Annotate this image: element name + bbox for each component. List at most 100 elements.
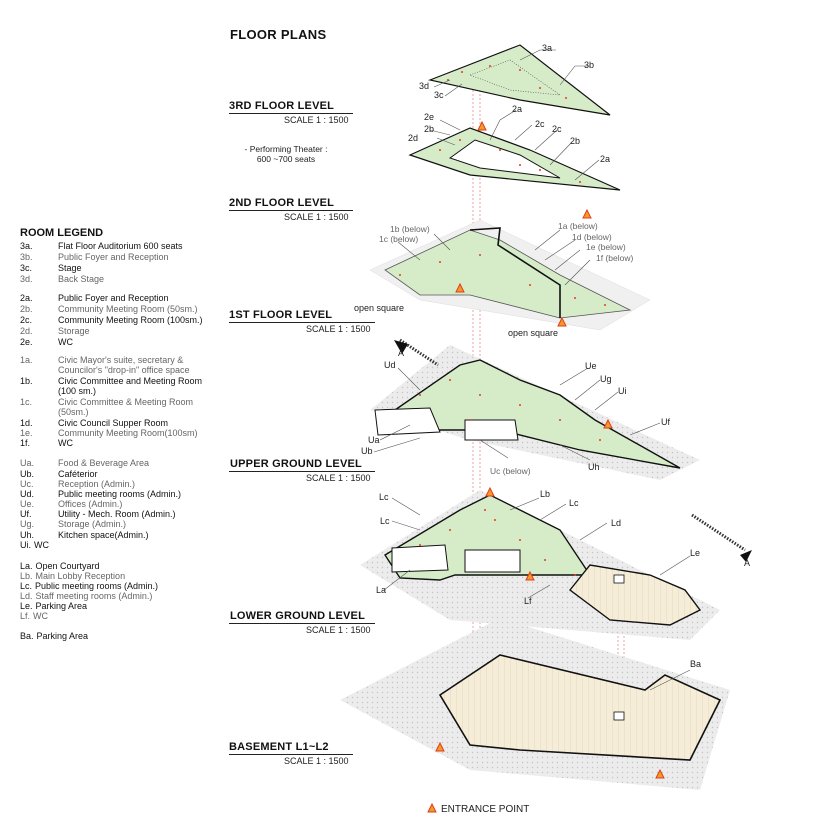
legend-item: 3d.Back Stage [20, 274, 220, 284]
entrance-markers [435, 120, 665, 779]
legend-text: Civic Committee and Meeting Room (100 sm… [58, 376, 203, 396]
level-rule [229, 322, 375, 323]
parking-area [569, 564, 702, 626]
core-box [613, 574, 625, 584]
entrance-marker [525, 570, 535, 581]
entrance-marker [603, 418, 613, 429]
entrance-marker [455, 282, 465, 293]
legend-code: 2e. [20, 337, 33, 347]
activity-dots [399, 65, 606, 576]
label-3b: 3b [584, 60, 594, 70]
legend-code: Uh. [20, 530, 35, 540]
legend-code: Uf. [20, 509, 32, 519]
lower-ground-labels: Lb Lc Lc Lc Ld Le La Lf [376, 489, 700, 606]
legend-code: 1d. [20, 418, 33, 428]
section-arrow [740, 550, 752, 562]
legend-item: 2a.Public Foyer and Reception [20, 293, 220, 303]
legend-item: Ba.Parking Area [20, 631, 220, 641]
legend-code: 2d. [20, 326, 33, 336]
legend-text: Staff meeting rooms (Admin.) [35, 591, 153, 601]
legend-code: Ua. [20, 458, 35, 468]
page-title: FLOOR PLANS [230, 27, 327, 42]
legend-text: Public meeting rooms (Admin.) [58, 489, 182, 499]
reception-block [464, 419, 519, 441]
legend-title: ROOM LEGEND [20, 227, 104, 239]
legend-text: Parking Area [35, 601, 88, 611]
level-rule [229, 113, 353, 114]
legend-item: Ug.Storage (Admin.) [20, 519, 220, 529]
label-ub: Ub [361, 446, 373, 456]
legend-item: 2e. WC [20, 337, 220, 347]
upper-ground-labels: Ud Ue Ug Ui Uf Ua Ub Uc (below) Uh [361, 360, 670, 476]
entrance-marker [655, 768, 665, 779]
legend-text: WC [58, 337, 73, 347]
label-ld: Ld [611, 518, 621, 528]
section-label: A [398, 348, 404, 358]
label-open-square: open square [354, 303, 404, 313]
label-1f-below: 1f (below) [596, 253, 633, 263]
upper-ground-plan [370, 345, 700, 480]
legend-code: 3c. [20, 263, 33, 273]
legend-code: 1c. [20, 397, 33, 407]
legend-item: 3b.Public Foyer and Reception [20, 252, 220, 262]
legend-text: Offices (Admin.) [58, 499, 123, 509]
legend-code: Ld. [20, 591, 33, 601]
label-open-square: open square [508, 328, 558, 338]
legend-item: 2b.Community Meeting Room (50sm.) [20, 304, 220, 314]
legend-text: Public Foyer and Reception [58, 252, 169, 262]
legend-code: Lf. [20, 611, 31, 621]
level-title-upper-ground: UPPER GROUND LEVEL [230, 458, 362, 470]
legend-item: La.Open Courtyard [20, 561, 220, 571]
level-rule [229, 471, 375, 472]
entrance-marker [477, 120, 487, 131]
legend-text: Civic Mayor's suite, secretary & Council… [58, 355, 190, 375]
legend-text: Parking Area [36, 631, 89, 641]
legend-code: 1e. [20, 428, 33, 438]
label-la: La [376, 585, 386, 595]
third-floor-labels: 3a 3b 3d 3c [419, 43, 594, 100]
level-title-lower-ground: LOWER GROUND LEVEL [230, 610, 365, 622]
legend-item: 2d.Storage [20, 326, 220, 336]
legend-code: Ui. [20, 540, 31, 550]
legend-item: 1c.Civic Committee & Meeting Room (50sm.… [20, 397, 220, 417]
legend-code: 2a. [20, 293, 33, 303]
label-2c: 2c [552, 124, 562, 134]
level-scale-basement: SCALE 1 : 1500 [284, 756, 349, 766]
label-le: Le [690, 548, 700, 558]
legend-text: Flat Floor Auditorium 600 seats [58, 241, 183, 251]
legend-code: 1f. [20, 438, 31, 448]
legend-code: Uc. [20, 479, 34, 489]
first-floor-plan [369, 219, 651, 331]
legend-text: Utility - Mech. Room (Admin.) [58, 509, 176, 519]
legend-code: Le. [20, 601, 33, 611]
label-1e-below: 1e (below) [586, 242, 626, 252]
level-rule [229, 623, 375, 624]
legend-code: Lc. [20, 581, 33, 591]
legend-item: Ud. Public meeting rooms (Admin.) [20, 489, 220, 499]
label-2b: 2b [424, 124, 434, 134]
legend-code: 1a. [20, 355, 33, 365]
label-lf: Lf [524, 596, 532, 606]
legend-code: Ue. [20, 499, 35, 509]
legend-code: Ug. [20, 519, 35, 529]
legend-text: Civic Council Supper Room [58, 418, 169, 428]
label-ui: Ui [618, 386, 627, 396]
legend-item: 1f. WC [20, 438, 220, 448]
legend-item: 1a. Civic Mayor's suite, secretary & Coun… [20, 355, 220, 375]
entrance-marker [582, 208, 592, 219]
legend-text: WC [58, 438, 73, 448]
theater-note-line2: 600 ~700 seats [256, 154, 316, 164]
level-scale-lower-ground: SCALE 1 : 1500 [306, 625, 371, 635]
legend-code: Ud. [20, 489, 35, 499]
label-1d-below: 1d (below) [572, 232, 612, 242]
theater-note: - Performing Theater : 600 ~700 seats [236, 144, 336, 164]
legend-text: Community Meeting Room (100sm.) [58, 315, 203, 325]
label-lc: Lc [380, 516, 390, 526]
legend-code: 3a. [20, 241, 33, 251]
level-title-basement: BASEMENT L1~L2 [229, 741, 329, 753]
label-2d: 2d [408, 133, 418, 143]
label-ug: Ug [600, 374, 612, 384]
level-title-1st: 1ST FLOOR LEVEL [229, 309, 333, 321]
legend-code: Lb. [20, 571, 33, 581]
leader-lines [373, 49, 691, 691]
